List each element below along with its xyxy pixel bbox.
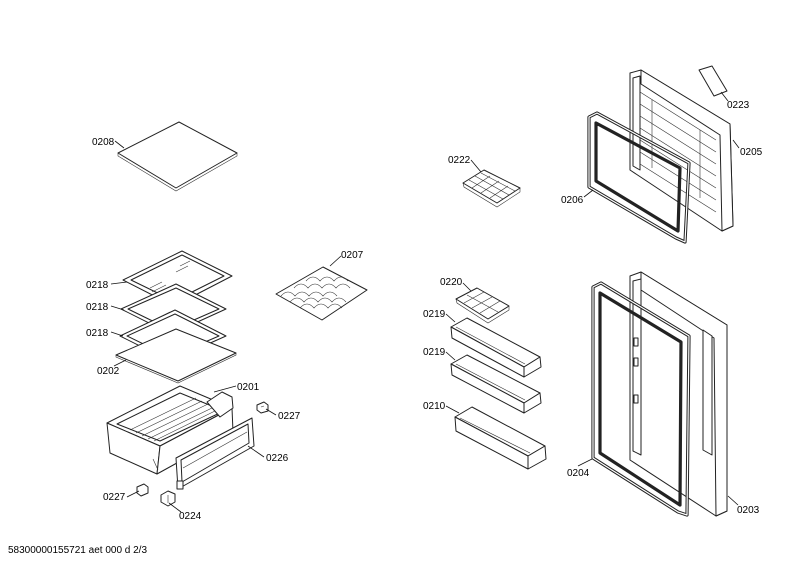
part-0219-door-shelf-middle	[450, 354, 542, 414]
part-0204-fridge-gasket	[591, 281, 691, 517]
part-0202-cover-plate	[115, 328, 237, 384]
label-0207: 0207	[341, 250, 364, 261]
label-0226: 0226	[266, 453, 289, 464]
label-0205: 0205	[740, 147, 763, 158]
label-0218-bottom: 0218	[86, 328, 109, 339]
part-0201-crisper-drawer	[106, 385, 234, 475]
label-0227-right: 0227	[278, 411, 301, 422]
part-0226-drawer-front	[175, 417, 255, 490]
part-0210-door-shelf-deep	[454, 406, 547, 470]
label-0222: 0222	[448, 155, 471, 166]
label-0224: 0224	[179, 511, 202, 522]
part-0205-freezer-door	[629, 69, 734, 232]
leader-lines	[110, 91, 740, 513]
label-0227-left: 0227	[103, 492, 126, 503]
label-0201: 0201	[237, 382, 260, 393]
part-0224-hinge	[160, 490, 176, 507]
label-0220: 0220	[440, 277, 463, 288]
label-0218-top: 0218	[86, 280, 109, 291]
part-0207-bottle-rack	[275, 266, 368, 321]
document-id-footer: 58300000155721 aet 000 d 2/3	[8, 545, 148, 556]
part-0220-egg-tray	[455, 287, 510, 324]
label-0204: 0204	[567, 468, 590, 479]
label-0208: 0208	[92, 137, 115, 148]
label-0206: 0206	[561, 195, 584, 206]
label-0202: 0202	[97, 366, 120, 377]
part-0223-plate	[698, 65, 728, 97]
part-0206-freezer-gasket	[587, 111, 691, 244]
label-0210: 0210	[423, 401, 446, 412]
part-0222-ice-tray	[462, 169, 521, 208]
part-0219-door-shelf-top	[450, 317, 542, 378]
label-0203: 0203	[737, 505, 760, 516]
label-0223: 0223	[727, 100, 750, 111]
part-0227-clip-right	[256, 401, 269, 414]
part-0218-shelf-top	[122, 250, 233, 307]
part-labels: 0208 0218 0218 0218 0202 0201 0227 0226 …	[86, 100, 763, 522]
part-0208-glass-plate	[117, 121, 238, 192]
part-0203-fridge-door	[629, 271, 728, 517]
label-0218-middle: 0218	[86, 302, 109, 313]
label-0219-middle: 0219	[423, 347, 446, 358]
part-0227-clip-left	[136, 483, 149, 497]
label-0219-top: 0219	[423, 309, 446, 320]
